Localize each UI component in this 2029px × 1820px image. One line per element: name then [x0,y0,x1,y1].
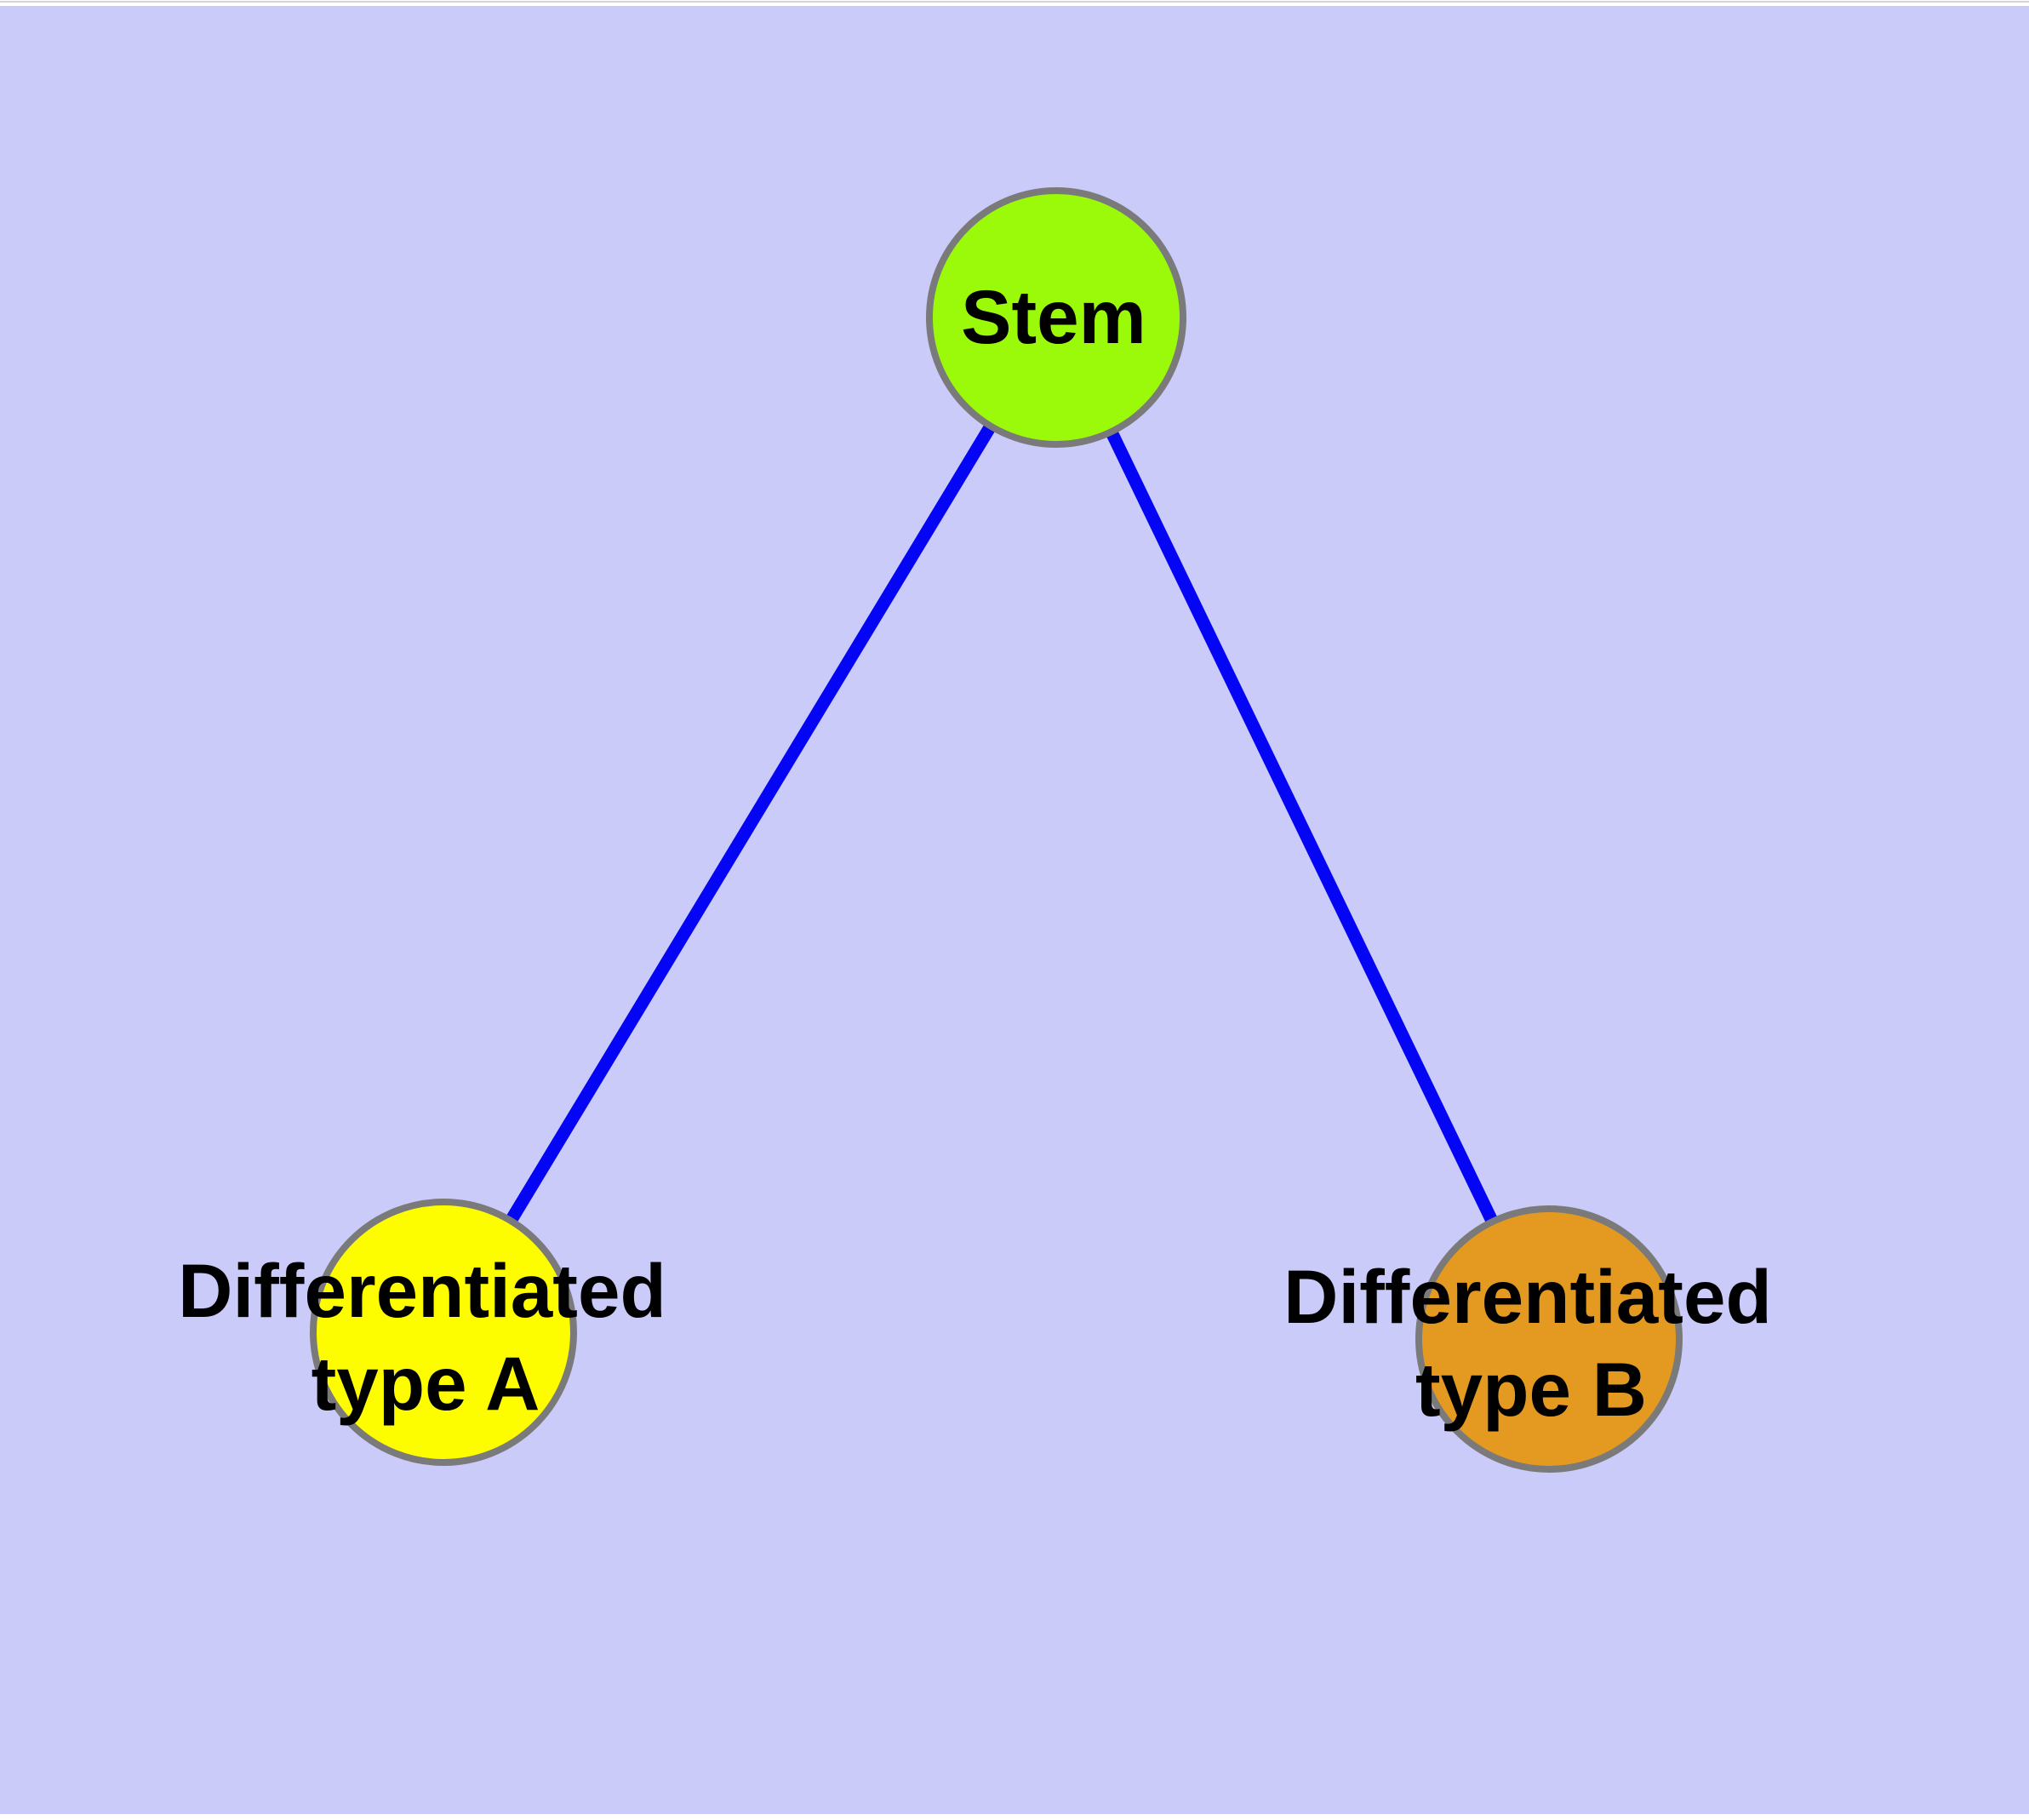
node-stem-circle [926,187,1186,448]
node-type-a-label-line2: type A [311,1341,540,1426]
edge-stem-to-type-b [1050,314,1555,1342]
top-hairline [0,1,2029,3]
edge-stem-to-type-a [437,314,1062,1336]
node-type-b-label-line1: Differentiated [1283,1254,1772,1339]
node-type-b-circle [1415,1205,1683,1473]
node-type-a-circle [310,1199,577,1466]
node-type-a-label-line1: Differentiated [178,1248,666,1333]
node-type-b-label-line2: type B [1415,1347,1647,1432]
node-stem-label: Stem [961,274,1146,359]
